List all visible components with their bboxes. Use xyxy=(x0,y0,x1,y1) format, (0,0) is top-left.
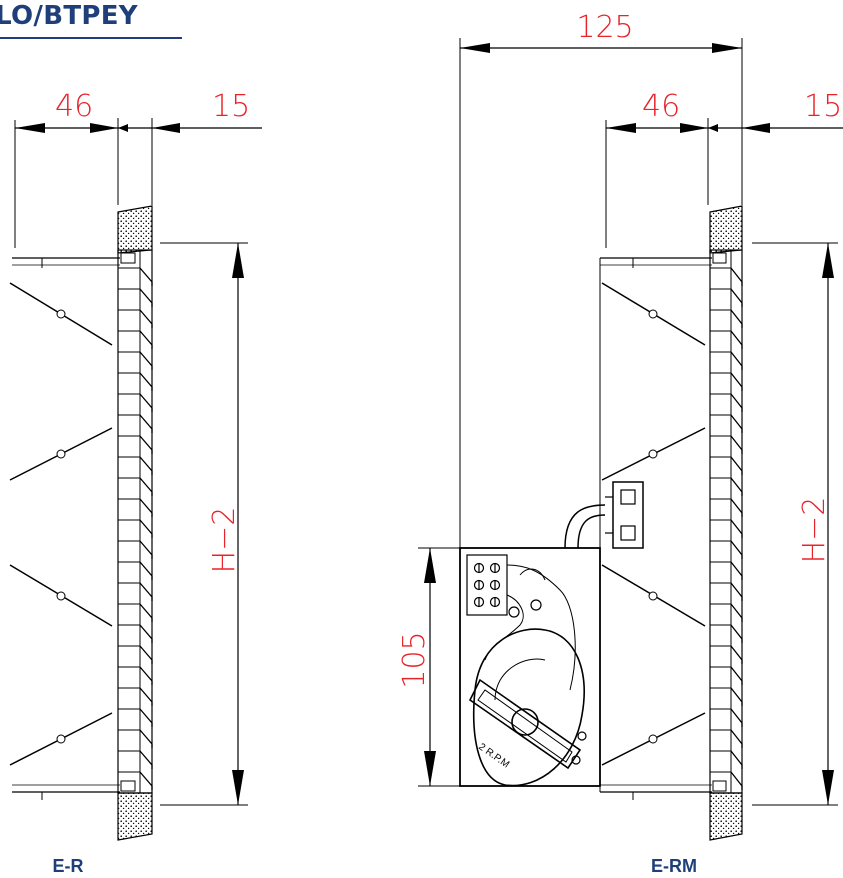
damper-blades-right xyxy=(601,282,706,766)
slat-hook xyxy=(730,624,743,643)
slat-hook xyxy=(730,330,743,349)
grille-slats-right xyxy=(710,267,743,790)
wall-section-bottom-right xyxy=(709,792,743,841)
slat-hook xyxy=(139,645,153,664)
slat-hook xyxy=(139,708,153,727)
slat-hook xyxy=(730,771,743,790)
slat-hook xyxy=(730,750,743,769)
grille-slats xyxy=(118,267,153,790)
slat-hook xyxy=(730,477,743,496)
title-text: -LO/BTPEY xyxy=(0,1,138,31)
caption-e-rm: E-RM xyxy=(651,856,697,876)
caption-e-r: E-R xyxy=(53,856,84,876)
dim-15-right-label: 15 xyxy=(804,89,842,124)
terminal-block xyxy=(473,562,501,608)
slat-hook xyxy=(139,435,153,454)
dimension-h-2-right: H−2 xyxy=(752,242,838,806)
dim-h-2-label: H−2 xyxy=(207,507,242,574)
slat-hook xyxy=(730,288,743,307)
dimension-125: 125 xyxy=(459,10,743,548)
slat-hook xyxy=(139,771,153,790)
title-underline xyxy=(0,37,182,39)
slat-hook xyxy=(139,393,153,412)
slat-hook xyxy=(139,561,153,580)
slat-hook xyxy=(730,393,743,412)
slat-hook xyxy=(730,603,743,622)
slat-hook xyxy=(139,267,153,286)
slat-hook xyxy=(139,582,153,601)
damper-frame xyxy=(12,249,153,800)
damper-blades xyxy=(9,282,113,766)
dimension-46-15: 46 15 xyxy=(14,89,262,248)
dimension-h-2: H−2 xyxy=(160,242,248,806)
slat-hook xyxy=(139,519,153,538)
slat-hook xyxy=(730,582,743,601)
slat-hook xyxy=(139,603,153,622)
slat-hook xyxy=(139,456,153,475)
connector-block xyxy=(564,481,644,549)
dim-46-right-label: 46 xyxy=(642,89,680,124)
slat-hook xyxy=(139,687,153,706)
wall-section-top-right xyxy=(709,205,743,254)
actuator-motor: 2 R.P.M xyxy=(459,547,601,787)
slat-hook xyxy=(730,309,743,328)
slat-hook xyxy=(139,750,153,769)
slat-hook xyxy=(730,414,743,433)
damper-frame-right xyxy=(599,249,743,800)
slat-hook xyxy=(139,477,153,496)
slat-hook xyxy=(139,288,153,307)
slat-hook xyxy=(730,561,743,580)
dim-46-label: 46 xyxy=(55,89,93,124)
slat-hook xyxy=(139,666,153,685)
slat-hook xyxy=(139,372,153,391)
wall-section-bottom xyxy=(117,792,153,841)
dimension-46-15-right: 46 15 xyxy=(605,89,843,248)
slat-hook xyxy=(730,687,743,706)
dimension-105: 105 xyxy=(397,547,460,787)
slat-hook xyxy=(730,666,743,685)
slat-hook xyxy=(139,540,153,559)
page-title: -LO/BTPEY xyxy=(0,0,182,40)
wall-section-top xyxy=(117,205,153,254)
slat-hook xyxy=(730,267,743,286)
dim-h-2-right-label: H−2 xyxy=(797,497,832,564)
slat-hook xyxy=(730,498,743,517)
slat-hook xyxy=(730,519,743,538)
dim-15-label: 15 xyxy=(212,89,250,124)
slat-hook xyxy=(139,498,153,517)
slat-hook xyxy=(139,624,153,643)
slat-hook xyxy=(730,456,743,475)
slat-hook xyxy=(139,414,153,433)
dim-105-label: 105 xyxy=(397,631,432,688)
dim-125-label: 125 xyxy=(576,10,633,45)
slat-hook xyxy=(730,351,743,370)
slat-hook xyxy=(730,540,743,559)
view-e-rm: 125 46 15 xyxy=(397,10,843,876)
slat-hook xyxy=(730,645,743,664)
slat-hook xyxy=(139,309,153,328)
slat-hook xyxy=(730,708,743,727)
slat-hook xyxy=(730,372,743,391)
slat-hook xyxy=(139,330,153,349)
slat-hook xyxy=(730,435,743,454)
actuator-label: 2 R.P.M xyxy=(476,741,511,770)
slat-hook xyxy=(730,729,743,748)
slat-hook xyxy=(139,351,153,370)
view-e-r: 46 15 xyxy=(9,89,262,876)
slat-hook xyxy=(139,729,153,748)
